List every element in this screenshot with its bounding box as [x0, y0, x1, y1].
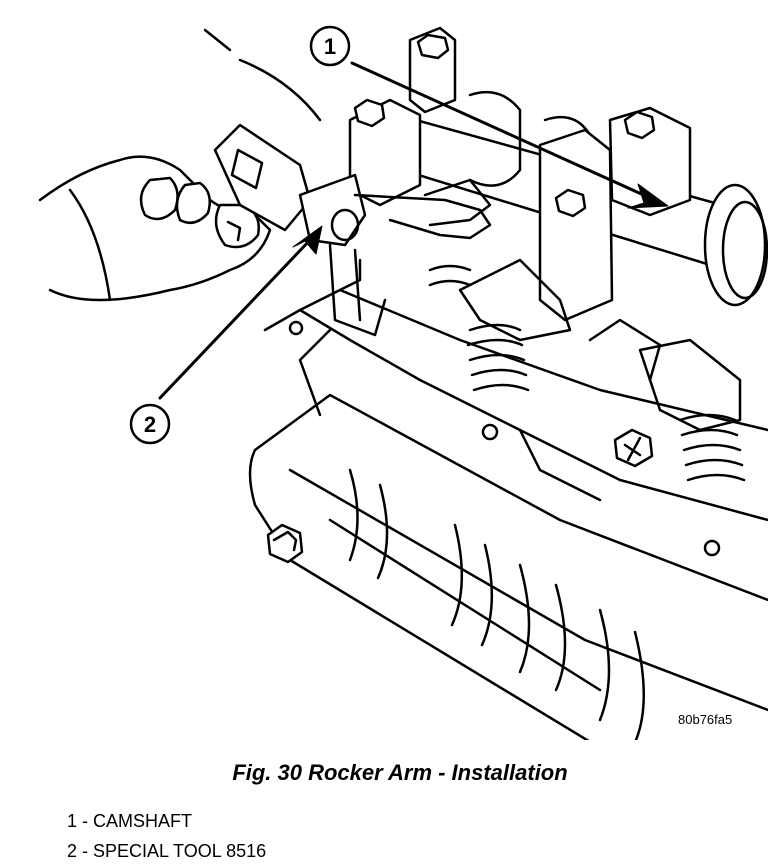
callout-1: 1: [309, 25, 351, 67]
cylinder-head: [263, 258, 768, 522]
rocker-arm-installation-drawing: 1 2: [38, 25, 768, 740]
special-tool-8516: [213, 123, 492, 337]
legend-item-special-tool: 2 - SPECIAL TOOL 8516: [67, 841, 267, 861]
image-reference-code: 80b76fa5: [678, 712, 733, 727]
technician-hand: [38, 28, 322, 302]
leader-arrows: [158, 61, 669, 400]
callout-2-number: 2: [144, 412, 156, 437]
valve-springs: [428, 264, 746, 482]
callout-2: 2: [129, 403, 171, 445]
legend-item-camshaft: 1 - CAMSHAFT: [67, 811, 193, 831]
cap-bolts: [353, 33, 656, 468]
figure-caption: Fig. 30 Rocker Arm - Installation: [232, 760, 568, 785]
callout-1-number: 1: [324, 34, 336, 59]
bearing-caps: [348, 26, 692, 322]
intake-manifold: [248, 320, 768, 740]
legend: 1 - CAMSHAFT 2 - SPECIAL TOOL 8516: [67, 806, 266, 866]
rocker-arms: [423, 178, 742, 432]
manifold-bolt: [266, 523, 304, 564]
